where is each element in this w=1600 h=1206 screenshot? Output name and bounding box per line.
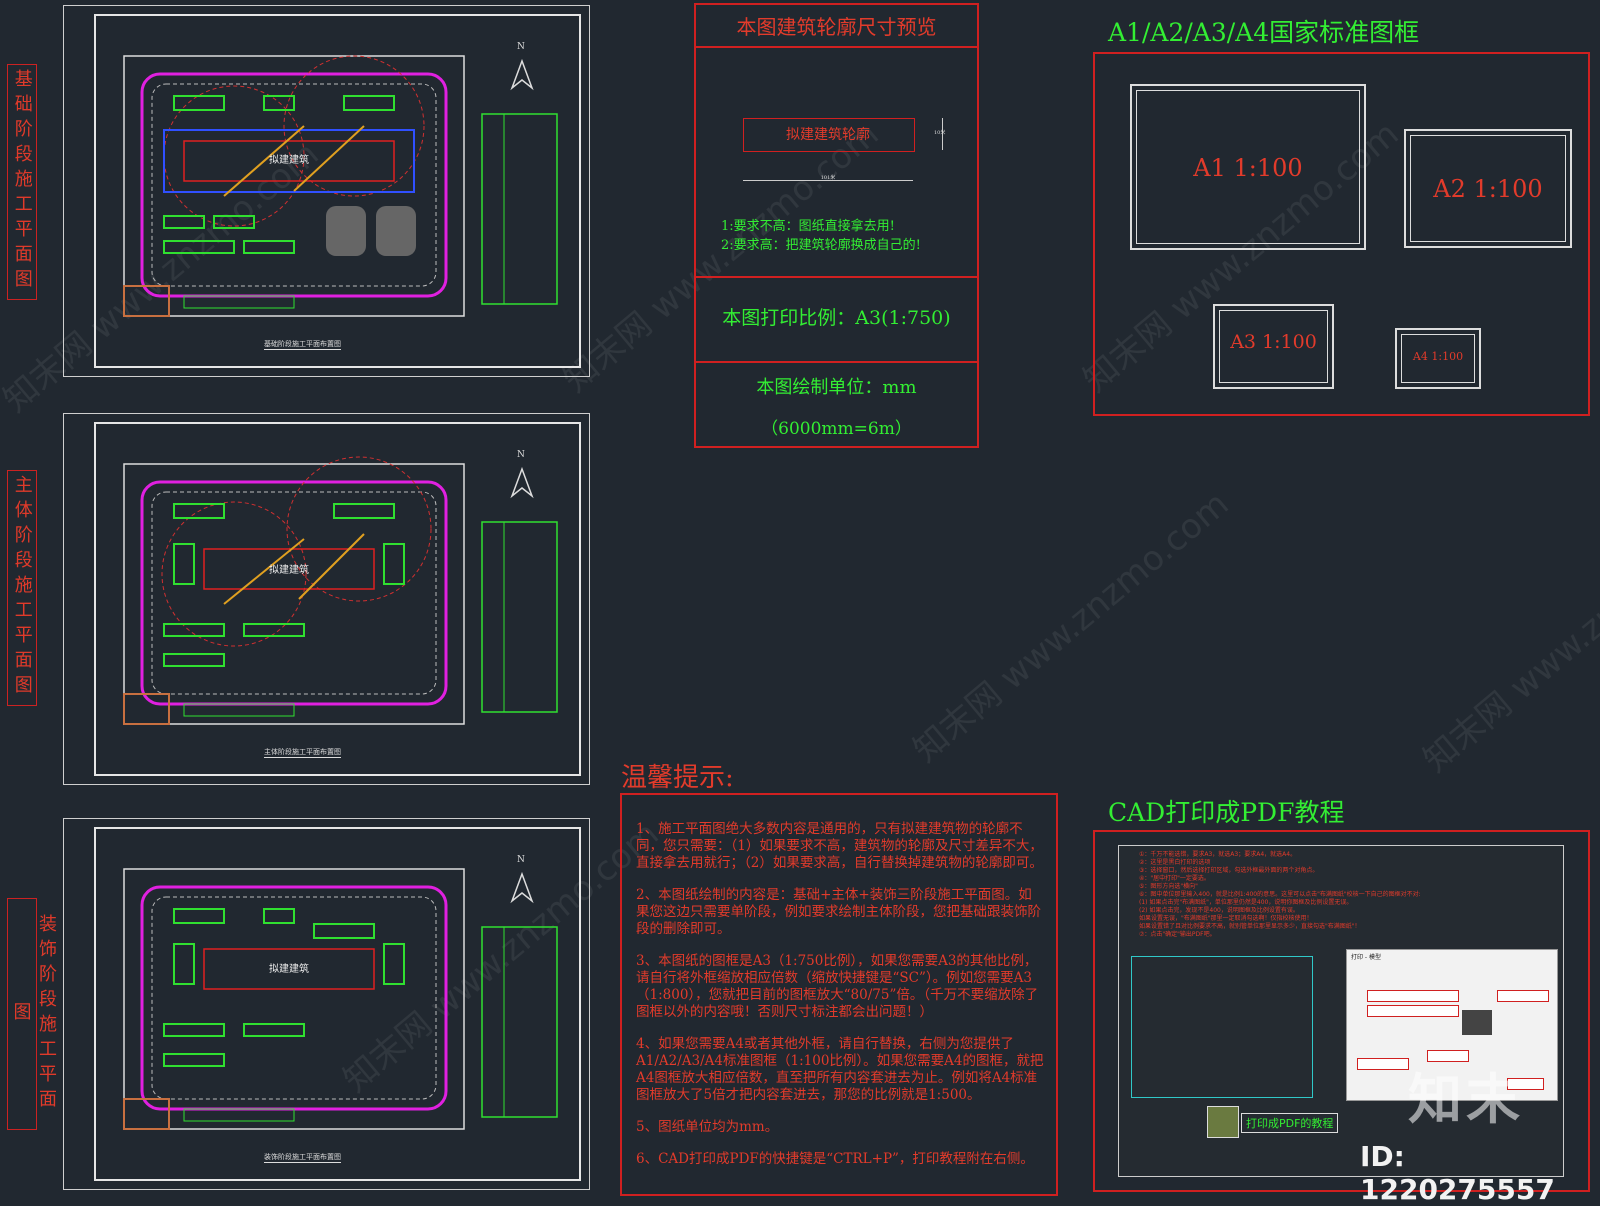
tips-title: 温馨提示: [621,763,734,793]
stage-label-text: 基础阶段施工平面图 [11,69,33,294]
tutorial-step: 如果设置错了且对比例要求不高，就别管单位那里显示多少，直接勾选"布满图纸"！ [1139,923,1361,930]
print-area-preview [1131,956,1313,1098]
site-plan-drawing [123,55,558,317]
preview-note-1: 1:要求不高：图纸直接拿去用! [721,219,895,234]
dimension-height-text: 10米 [934,130,946,136]
watermark: 知末网 www.znzmo.com [905,483,1237,771]
dimension-line-horizontal [743,180,913,181]
dimension-width-text: 101米 [820,175,836,181]
print-scale: 本图打印比例：A3(1:750) [722,307,951,329]
site-plan-sheet-decoration: 拟建建筑 N 装饰阶段施工平面布置图 [63,818,590,1190]
divider [696,46,977,48]
building-outline-label: 拟建建筑轮廓 [786,127,870,143]
dialog-field [1497,990,1549,1002]
tips-panel: 1、施工平面图绝大多数内容是通用的，只有拟建建筑物的轮廓不同，您只需要：（1）如… [620,793,1058,1196]
sheet-inner-frame [94,827,581,1181]
dialog-field [1427,1050,1469,1062]
stage-label-foundation: 基础阶段施工平面图 [7,64,37,300]
divider [696,276,977,278]
dialog-field [1367,1005,1459,1017]
tutorial-step: ②：这里是黑白打印的选项 [1139,859,1211,866]
dialog-field [1367,990,1459,1002]
sheet-caption: 主体阶段施工平面布置图 [264,748,341,758]
frame-a2: A2 1:100 [1404,129,1572,248]
frame-inner [1410,135,1566,242]
tutorial-title: CAD打印成PDF教程 [1108,798,1345,827]
stage-label-structure: 主体阶段施工平面图 [7,470,37,706]
tutorial-step: ⑥：图中单位那里输入400，就是比例1:400的意思。这里可以点击"布满图纸"校… [1139,891,1421,898]
building-label: 拟建建筑 [269,964,309,975]
site-plan-drawing [123,456,558,725]
preview-panel: 本图建筑轮廓尺寸预览 拟建建筑轮廓 101米 10米 1:要求不高：图纸直接拿去… [694,3,979,448]
tip-1: 1、施工平面图绝大多数内容是通用的，只有拟建建筑物的轮廓不同，您只需要：（1）如… [636,821,1043,871]
sheet-caption: 基础阶段施工平面布置图 [264,340,341,350]
frame-a3-label: A3 1:100 [1230,331,1317,353]
frame-inner [1401,334,1475,383]
tutorial-thumbnail [1207,1106,1239,1138]
site-plan-sheet-foundation: 拟建建筑 N 基础阶段施工平面布置图 [63,5,590,377]
frame-inner [1136,90,1360,244]
compass-letter: N [517,42,525,52]
tip-6: 6、CAD打印成PDF的快捷键是“CTRL+P”，打印教程附在右侧。 [636,1151,1034,1167]
tip-3: 3、本图纸的图框是A3（1:750比例），如果您需要A3的其他比例，请自行将外框… [636,953,1039,1020]
divider [696,361,977,363]
frames-panel: A1 1:100 A2 1:100 A3 1:100 A4 1:100 [1093,52,1590,416]
tutorial-step: ④："居中打印"一定要选。 [1139,875,1210,882]
frame-a4: A4 1:100 [1395,328,1481,389]
tutorial-step: ③：选择窗口，然后选择打印区域，勾选外框最外面的两个对角点。 [1139,867,1319,874]
frame-a3: A3 1:100 [1213,304,1334,389]
compass-letter: N [517,855,525,865]
frames-title: A1/A2/A3/A4国家标准图框 [1108,18,1420,47]
site-plan-sheet-structure: 拟建建筑 N 主体阶段施工平面布置图 [63,413,590,785]
tutorial-panel: ①：千万不能选错，要求A3，就选A3；要求A4，就选A4。 ②：这里是黑白打印的… [1093,830,1590,1192]
sheet-caption: 装饰阶段施工平面布置图 [264,1153,341,1163]
preview-note-2: 2:要求高：把建筑轮廓换成自己的! [721,238,921,253]
tutorial-step: (2) 如果点击完，发现不是400，说明图框及比例设置有误。 [1139,907,1299,914]
dialog-field [1357,1058,1409,1070]
sheet-inner-frame [94,422,581,776]
preview-title: 本图建筑轮廓尺寸预览 [736,15,937,39]
building-label: 拟建建筑 [269,155,309,166]
stage-label-text: 主体阶段施工平面图 [11,475,33,700]
brand-logo: 知末 [1408,1068,1524,1131]
building-outline [743,118,915,152]
tutorial-sheet: ①：千万不能选错，要求A3，就选A3；要求A4，就选A4。 ②：这里是黑白打印的… [1118,845,1564,1177]
tutorial-steps: ①：千万不能选错，要求A3，就选A3；要求A4，就选A4。 ②：这里是黑白打印的… [1139,851,1559,939]
stage-label-decoration: 装饰阶段施工平面图 [7,898,57,1130]
building-label: 拟建建筑 [269,565,309,576]
frame-a1-label: A1 1:100 [1193,154,1303,182]
site-plan-drawing [123,868,558,1130]
frame-inner [1219,310,1328,383]
dimension-line-vertical [942,118,943,150]
tutorial-step: (1) 如果点击完"布满图纸"，单位那里仍然是400，说明你图框及比例设置无误。 [1139,899,1353,906]
print-dialog: 打印 - 模型 [1346,949,1558,1101]
tutorial-step: ①：千万不能选错，要求A3，就选A3；要求A4，就选A4。 [1139,851,1297,858]
tutorial-step: 如果设置无误，"布满图纸"那里一定取消勾选啊！仅指校核使用！ [1139,915,1313,922]
dialog-preview [1462,1010,1492,1035]
stage-label-text: 装饰阶段施工平面图 [10,914,58,1114]
tip-5: 5、图纸单位均为mm。 [636,1119,779,1135]
tutorial-step: ⑤：图形方向选"横向" [1139,883,1198,890]
tutorial-step: ⑦：点击"确定"输出PDF吧。 [1139,931,1216,938]
watermark: 知末网 www.znzmo.com [1415,493,1600,781]
compass-letter: N [517,450,525,460]
frame-a1: A1 1:100 [1130,84,1366,250]
tip-2: 2、本图纸绘制的内容是：基础+主体+装饰三阶段施工平面图。如果您这边只需要单阶段… [636,887,1041,937]
sheet-inner-frame [94,14,581,368]
frame-a2-label: A2 1:100 [1433,175,1543,203]
tip-4: 4、如果您需要A4或者其他外框，请自行替换，右侧为您提供了A1/A2/A3/A4… [636,1036,1044,1103]
frame-a4-label: A4 1:100 [1412,350,1464,363]
drawing-unit: 本图绘制单位：mm [756,377,917,398]
print-dialog-title: 打印 - 模型 [1351,954,1381,961]
drawing-unit-note: （6000mm=6m） [761,419,912,439]
brand-id: ID: 1220275557 [1360,1140,1555,1206]
dialog-field [1507,1078,1544,1090]
tutorial-link[interactable]: 打印成PDF的教程 [1241,1113,1339,1133]
